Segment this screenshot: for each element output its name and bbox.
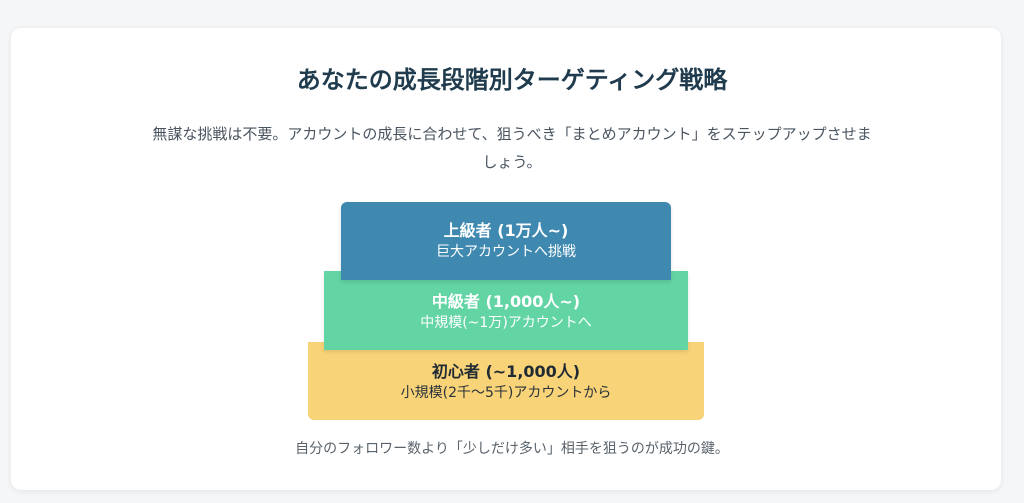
page-title: あなたの成長段階別ターゲティング戦略 bbox=[296, 66, 728, 94]
page-subtitle: 無謀な挑戦は不要。アカウントの成長に合わせて、狙うべき「まとめアカウント」をステ… bbox=[152, 125, 872, 171]
tier-beginner-desc: 小規模(2千〜5千)アカウントから bbox=[400, 385, 612, 401]
tier-advanced-desc: 巨大アカウントへ挑戦 bbox=[436, 244, 576, 260]
tier-intermediate: 中級者 (1,000人~) 中規模(~1万)アカウントへ bbox=[324, 271, 688, 350]
tier-advanced-name: 上級者 (1万人~) bbox=[443, 221, 569, 240]
tier-advanced: 上級者 (1万人~) 巨大アカウントへ挑戦 bbox=[341, 202, 671, 280]
tier-intermediate-name: 中級者 (1,000人~) bbox=[431, 292, 581, 311]
footnote: 自分のフォロワー数より「少しだけ多い」相手を狙うのが成功の鍵。 bbox=[295, 441, 729, 457]
tier-intermediate-desc: 中規模(~1万)アカウントへ bbox=[420, 315, 592, 331]
tier-beginner-name: 初心者 (~1,000人) bbox=[431, 362, 581, 381]
tier-beginner: 初心者 (~1,000人) 小規模(2千〜5千)アカウントから bbox=[308, 342, 704, 420]
